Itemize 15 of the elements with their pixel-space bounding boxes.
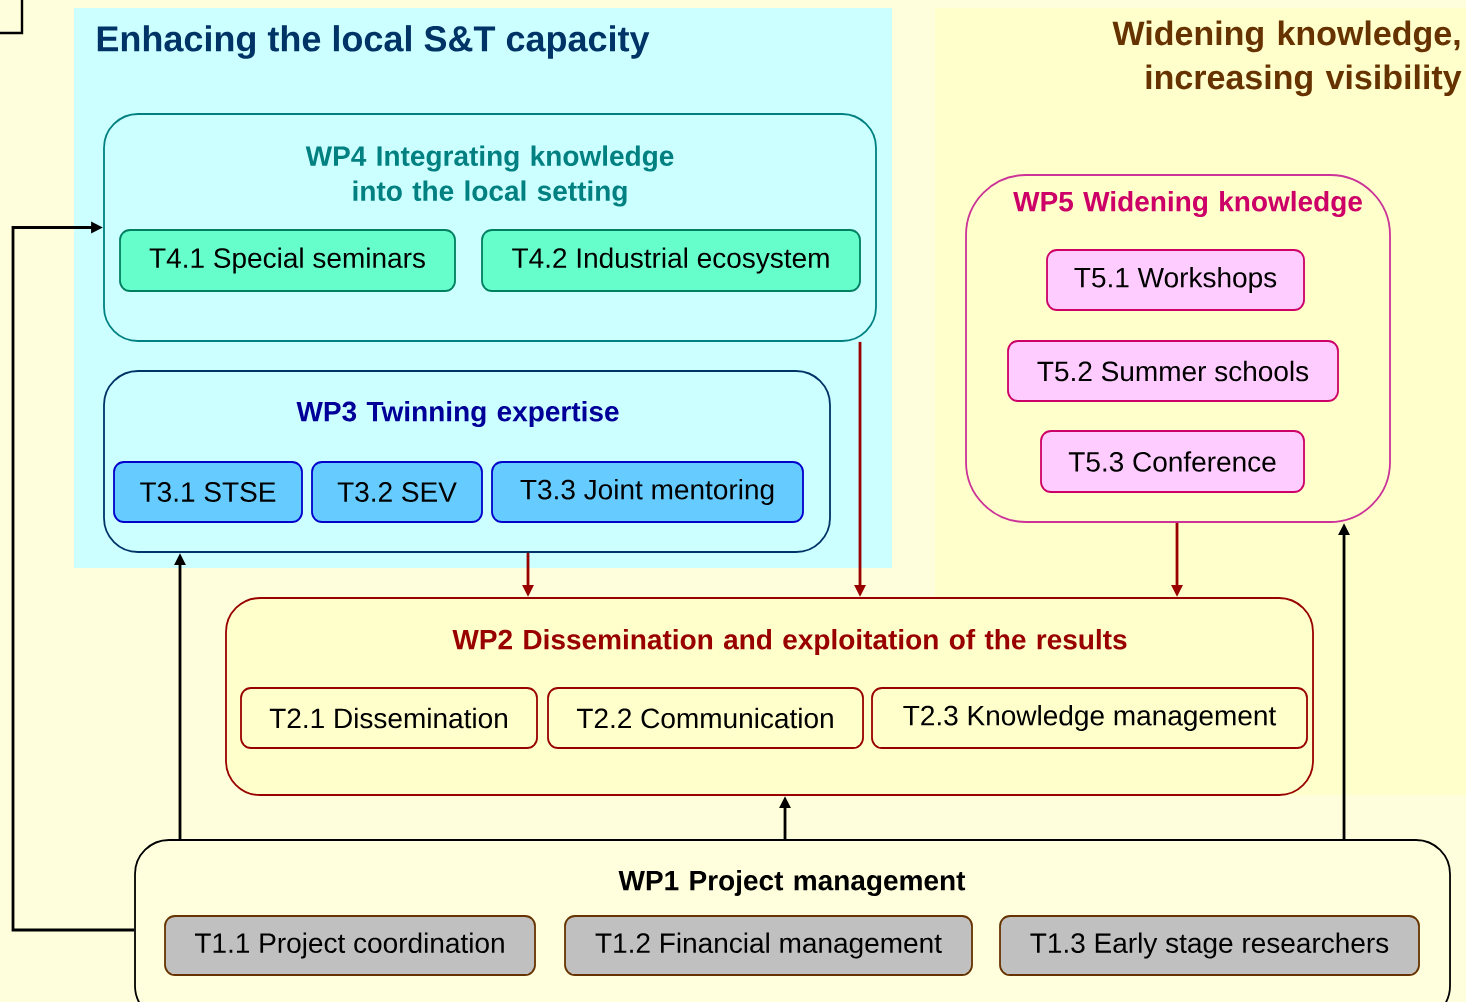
- task-box: T4.1 Special seminars: [119, 229, 456, 292]
- task-box: T3.2 SEV: [311, 461, 483, 523]
- task-box: T5.3 Conference: [1040, 430, 1305, 493]
- task-box: T2.2 Communication: [547, 687, 864, 749]
- task-box: T1.3 Early stage researchers: [999, 915, 1420, 976]
- task-box: T3.3 Joint mentoring: [491, 461, 804, 523]
- arrow: [11, 221, 135, 932]
- task-box: T1.2 Financial management: [564, 915, 973, 976]
- task-box: T2.3 Knowledge management: [871, 687, 1308, 749]
- task-box: T3.1 STSE: [113, 461, 303, 523]
- task-box: T5.1 Workshops: [1046, 249, 1305, 311]
- task-box: T1.1 Project coordination: [164, 915, 536, 976]
- task-box: T5.2 Summer schools: [1007, 340, 1339, 402]
- task-box: T4.2 Industrial ecosystem: [481, 229, 861, 292]
- task-box: T2.1 Dissemination: [240, 687, 538, 749]
